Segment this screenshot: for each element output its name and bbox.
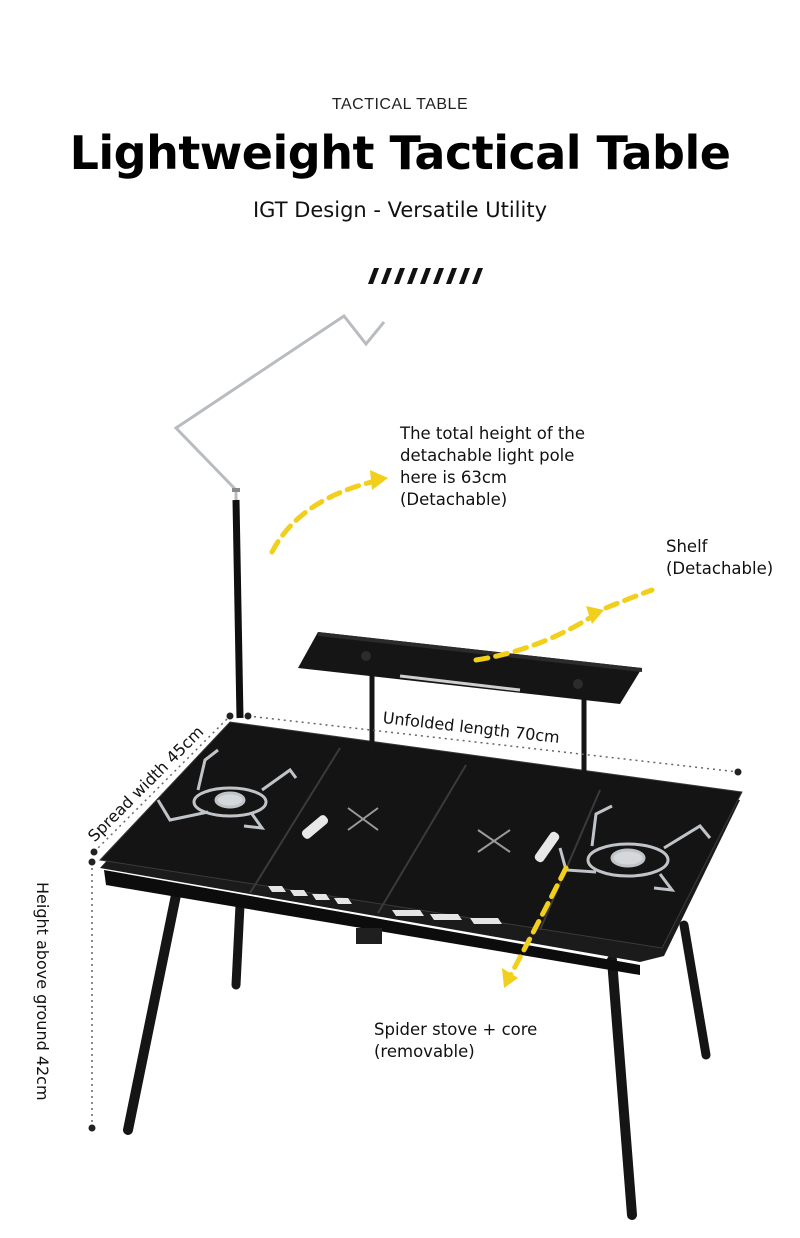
dimension-lines (88, 712, 742, 1132)
page-title: Lightweight Tactical Table (69, 126, 731, 180)
stove-callout: Spider stove + core (removable) (374, 1020, 538, 1061)
height-dimension-label: Height above ground 42cm (33, 882, 52, 1101)
spider-stove-right (558, 804, 712, 892)
diagonal-stripes-divider (368, 268, 483, 284)
eyebrow-label: TACTICAL TABLE (331, 96, 469, 113)
page-subtitle: IGT Design - Versatile Utility (252, 198, 548, 222)
shelf-callout: Shelf (Detachable) (666, 537, 774, 578)
table-top (98, 721, 743, 975)
dashed-curved-arrow-icon (269, 477, 655, 983)
light-pole-callout: The total height of the detachable light… (400, 424, 585, 509)
table-legs (123, 890, 711, 1220)
shelf (298, 632, 642, 780)
spider-stove-left (156, 748, 298, 830)
light-pole (173, 313, 386, 719)
arrowheads (370, 470, 604, 988)
